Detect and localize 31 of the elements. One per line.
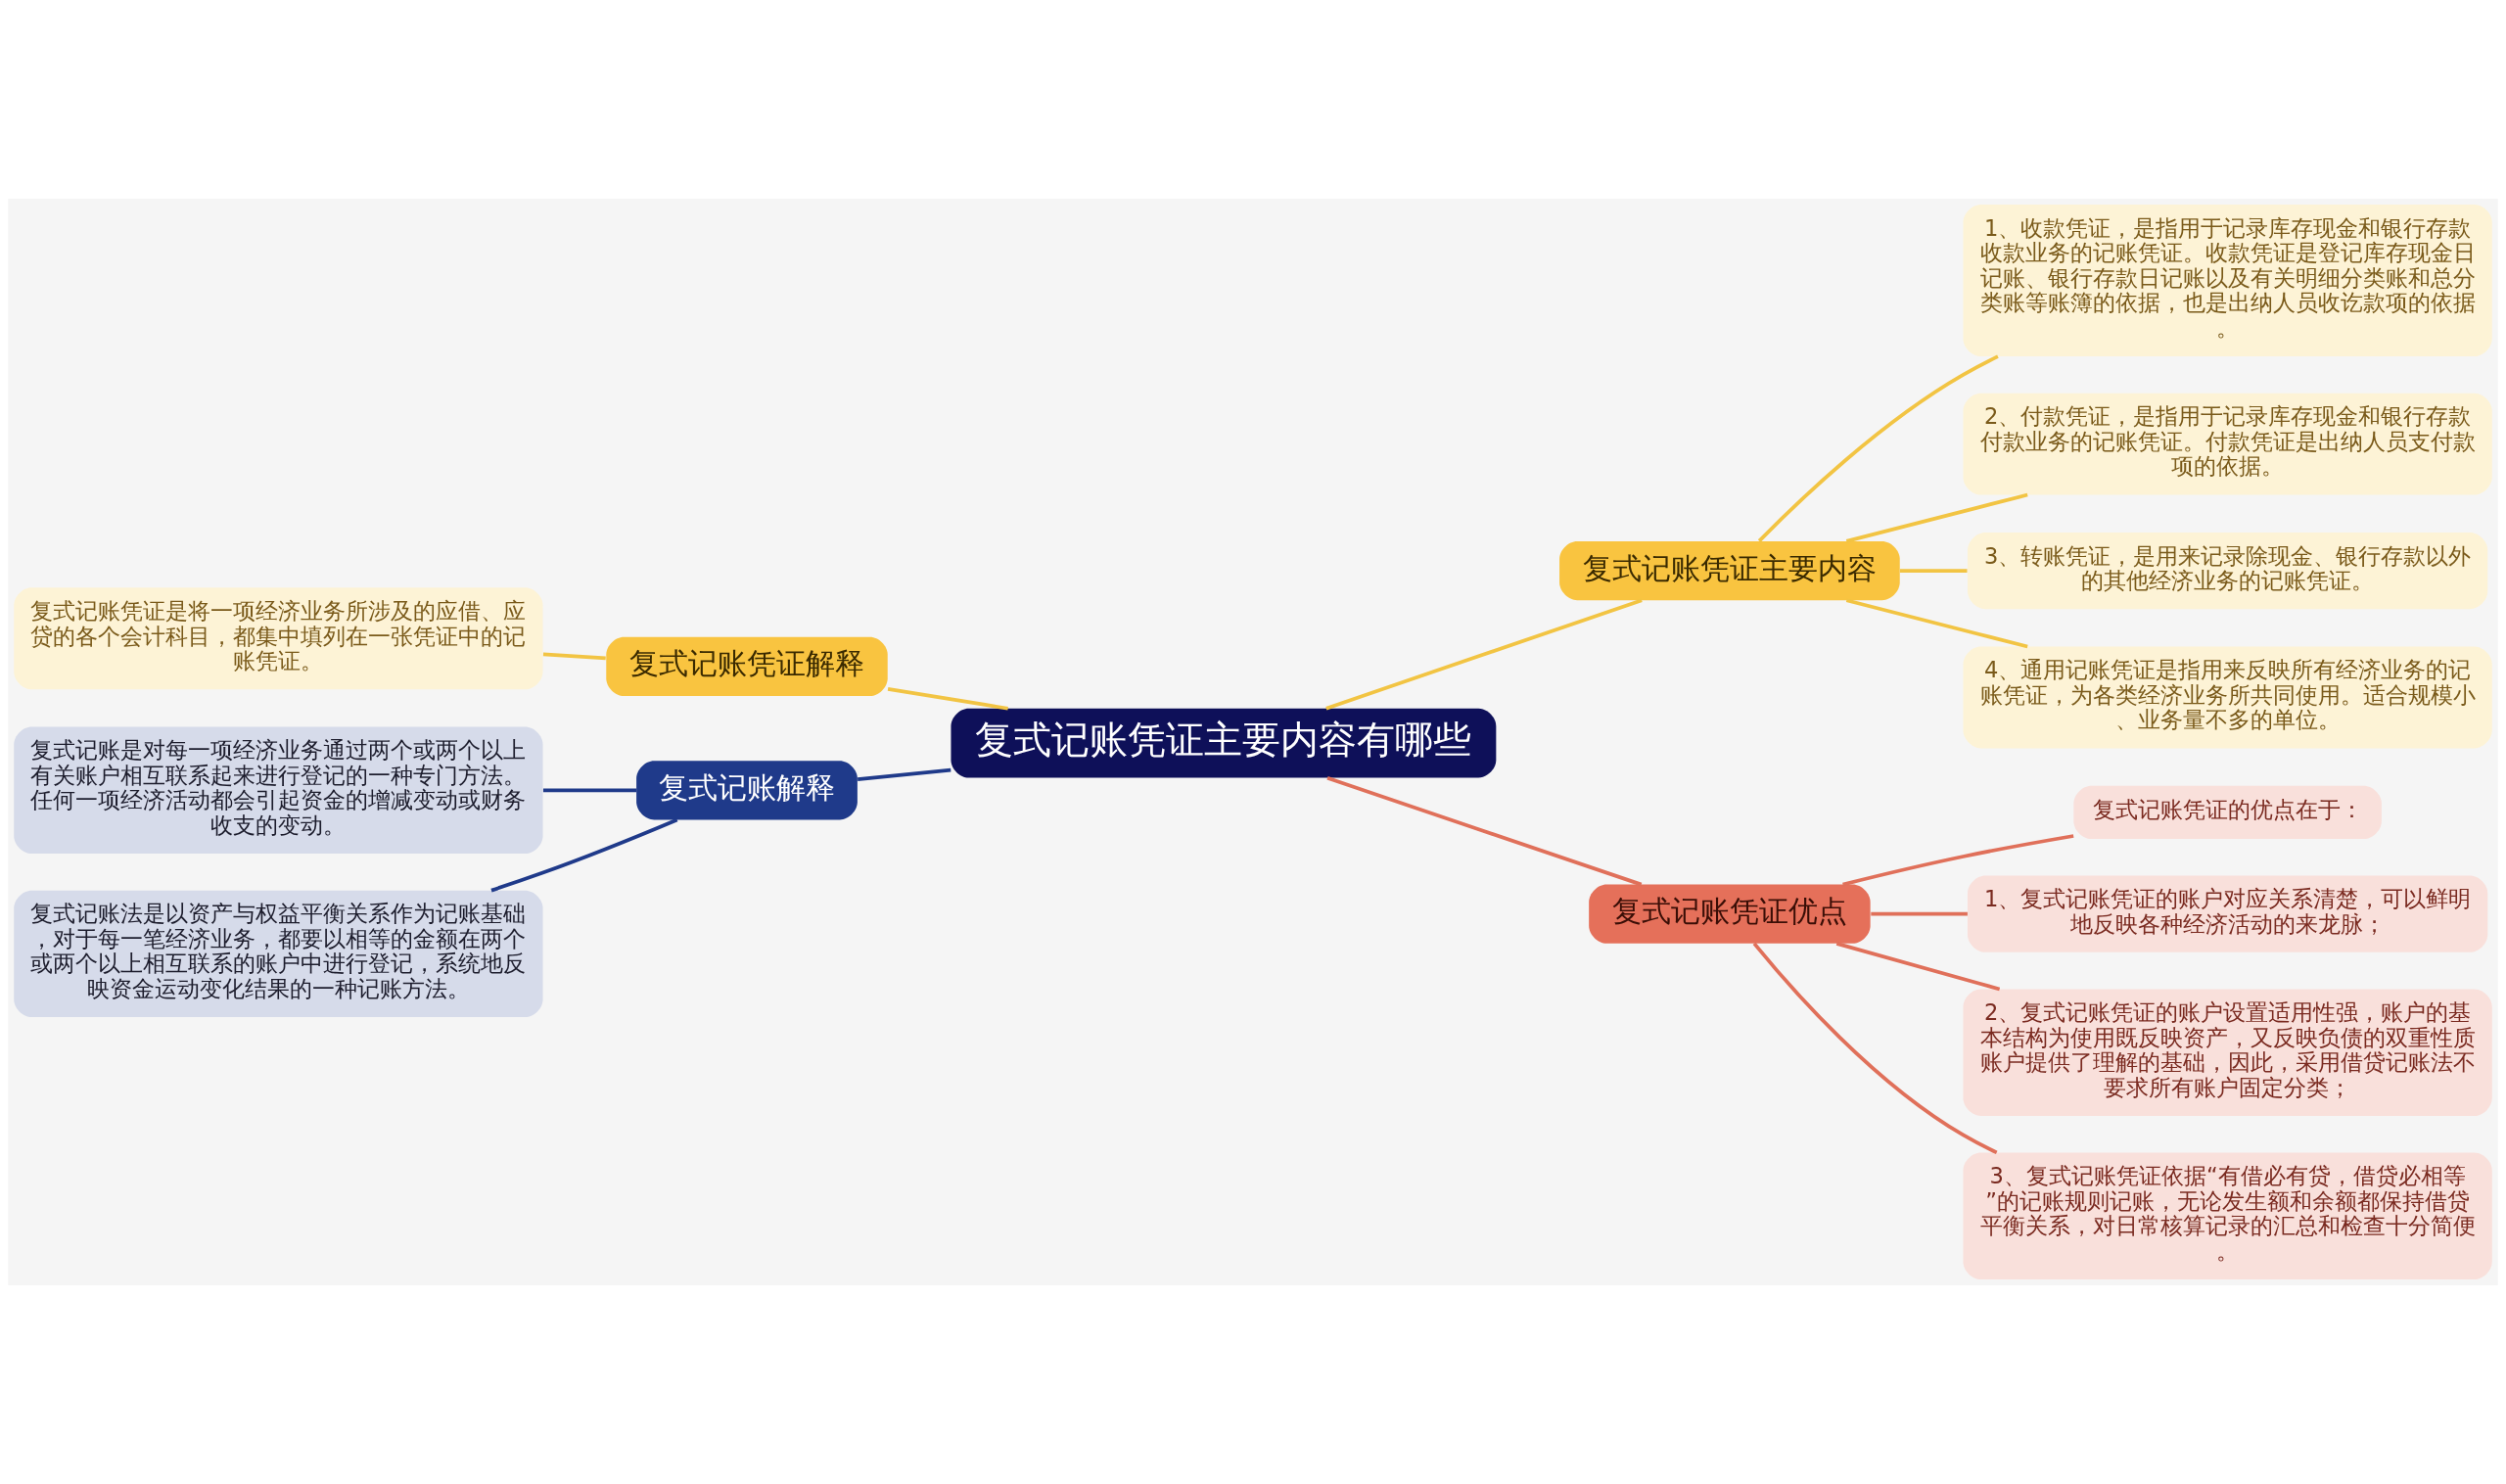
connector	[542, 788, 636, 793]
connector	[1871, 911, 1968, 916]
connector	[1900, 569, 1968, 573]
node-box: 1、收款凭证，是指用于记录库存现金和银行存款收款业务的记账凭证。收款凭证是登记库存现金日记账、银行存款日记账以及有关明细分类账和总分类账等账簿的依据，也是出纳人员收讫款项的依据。	[1963, 205, 2492, 357]
connector	[1845, 492, 2028, 543]
connector	[1842, 834, 2074, 887]
connector	[1326, 775, 1643, 887]
node-box: 复式记账凭证是将一项经济业务所涉及的应借、应贷的各个会计科目，都集中填列在一张凭证中的记账凭证。	[14, 587, 543, 690]
node-box: 1、复式记账凭证的账户对应关系清楚，可以鲜明地反映各种经济活动的来龙脉；	[1967, 875, 2488, 952]
connector	[857, 767, 951, 782]
node-box: 2、复式记账凭证的账户设置适用性强，账户的基本结构为使用既反映资产，又反映负债的双重性质账户提供了理解的基础，因此，采用借贷记账法不要求所有账户固定分类；	[1963, 989, 2492, 1116]
node-box: 复式记账解释	[636, 761, 858, 820]
node-box: 复式记账凭证主要内容有哪些	[951, 708, 1497, 778]
node-box: 3、复式记账凭证依据“有借必有贷，借贷必相等”的记账规则记账，无论发生额和余额都保持借贷平衡关系，对日常核算记录的汇总和检查十分简便。	[1963, 1152, 2492, 1279]
connector	[1325, 598, 1643, 711]
node-box: 复式记账凭证主要内容	[1559, 540, 1900, 601]
node-box: 复式记账是对每一项经济业务通过两个或两个以上有关账户相互联系起来进行登记的一种专门方法。任何一项经济活动都会引起资金的增减变动或财务收支的变动。	[14, 726, 543, 854]
node-box: 复式记账凭证解释	[606, 636, 888, 696]
node-box: 复式记账凭证的优点在于：	[2073, 785, 2382, 839]
node-box: 复式记账法是以资产与权益平衡关系作为记账基础，对于每一笔经济业务，都要以相等的金额在两个或两个以上相互联系的账户中进行登记，系统地反映资金运动变化结果的一种记账方法。	[14, 890, 543, 1018]
connector	[1835, 942, 2001, 992]
connector	[1757, 354, 1999, 542]
node-box: 4、通用记账凭证是指用来反映所有经济业务的记账凭证，为各类经济业务所共同使用。适合规模小、业务量不多的单位。	[1963, 646, 2492, 749]
node-box: 2、付款凭证，是指用于记录库存现金和银行存款付款业务的记账凭证。付款凭证是出纳人员支付款项的依据。	[1963, 393, 2492, 495]
connector	[887, 687, 1008, 711]
connector	[1752, 942, 1998, 1155]
connector	[1845, 598, 2028, 649]
node-box: 3、转账凭证，是用来记录除现金、银行存款以外的其他经济业务的记账凭证。	[1967, 532, 2488, 610]
node-box: 复式记账凭证优点	[1589, 884, 1871, 944]
connector	[490, 817, 678, 893]
connector	[542, 652, 606, 661]
